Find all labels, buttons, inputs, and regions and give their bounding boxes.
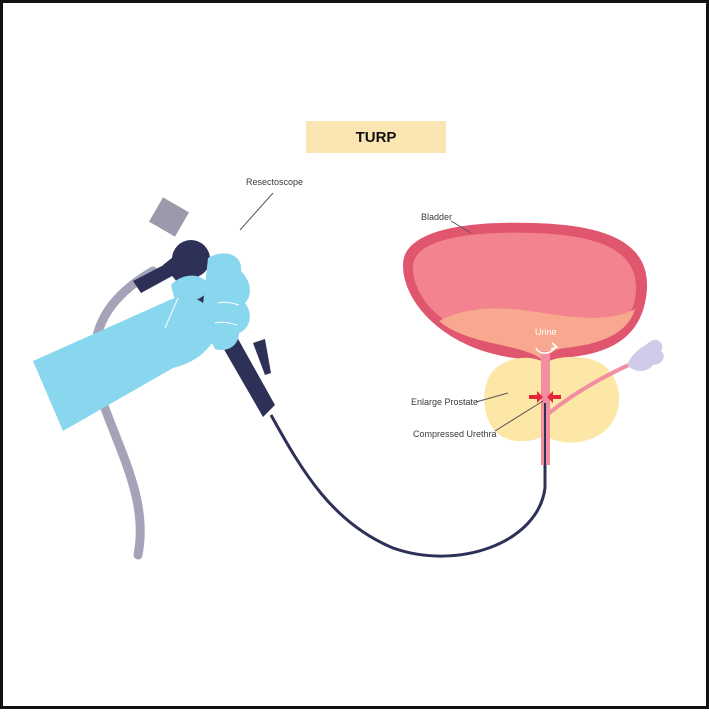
seminal-duct [547, 361, 634, 415]
seminal-vesicle [627, 339, 664, 371]
urine-fill [439, 308, 635, 363]
urine-flow-arrowhead [550, 342, 559, 350]
glove-thumb [171, 275, 209, 302]
compression-arrow-left [529, 391, 543, 403]
urethra-leader [494, 400, 544, 432]
urine-label: Urine [535, 327, 557, 337]
scope-tube [269, 414, 547, 558]
glove-crease [164, 297, 179, 329]
turp-illustration: Resectoscope Bladder Urine Enlarge Prost… [33, 121, 664, 560]
resectoscope-leader [239, 192, 274, 231]
scope-handle [133, 257, 185, 293]
scope-y-port [253, 339, 271, 375]
urethra-label: Compressed Urethra [413, 429, 497, 439]
scope-knob [172, 240, 210, 278]
title-background [306, 121, 446, 153]
glove-knuckle-line-2 [214, 321, 238, 326]
prostate-label: Enlarge Prostate [411, 397, 478, 407]
glove-fingers [201, 253, 250, 351]
resectoscope-label: Resectoscope [246, 177, 303, 187]
scope-eyepiece [149, 197, 189, 237]
diagram-title: TURP [355, 128, 397, 146]
bladder-label: Bladder [421, 212, 452, 222]
glove-arm [33, 297, 218, 431]
gloved-hand [33, 253, 250, 431]
prostate-leader [475, 392, 509, 403]
glove-knuckle-line [217, 301, 240, 306]
bladder-leader [450, 220, 472, 234]
compression-arrow-right [547, 391, 561, 403]
